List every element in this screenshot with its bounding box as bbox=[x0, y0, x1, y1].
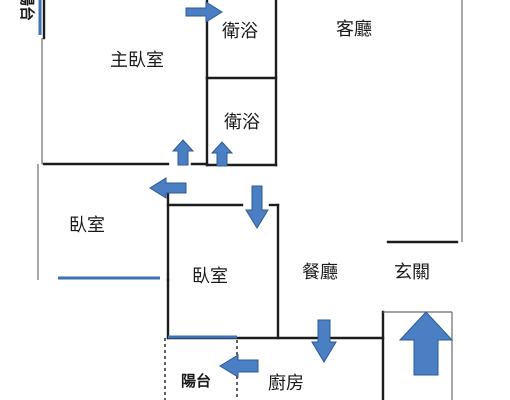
arrow-left-icon bbox=[149, 177, 187, 199]
label-bedroom-center: 臥室 bbox=[192, 266, 228, 287]
room-labels: 主臥室 衛浴 衛浴 客廳 臥室 臥室 餐廳 玄關 陽台 廚房 陽台 bbox=[18, 0, 430, 394]
label-living-room: 客廳 bbox=[336, 19, 372, 40]
label-balcony-edge: 陽台 bbox=[18, 0, 36, 21]
label-dining-room: 餐廳 bbox=[302, 262, 338, 283]
arrow-up-icon bbox=[171, 139, 195, 166]
windows bbox=[38, 0, 237, 339]
arrow-right-icon bbox=[185, 1, 223, 23]
label-balcony: 陽台 bbox=[181, 372, 211, 390]
label-entrance: 玄關 bbox=[394, 262, 430, 283]
label-kitchen: 廚房 bbox=[268, 372, 304, 394]
label-bedroom-left: 臥室 bbox=[69, 215, 105, 236]
label-bathroom-top: 衛浴 bbox=[222, 21, 258, 42]
arrow-down-icon bbox=[245, 185, 269, 229]
arrow-left-icon bbox=[219, 354, 259, 378]
entrance-arrow-up-icon bbox=[398, 311, 454, 376]
arrow-up-icon bbox=[210, 141, 234, 167]
walls bbox=[37, 0, 463, 400]
door-arrows bbox=[149, 1, 454, 378]
label-master-bedroom: 主臥室 bbox=[110, 50, 164, 71]
arrow-down-icon bbox=[311, 319, 337, 363]
label-bathroom-lower: 衛浴 bbox=[224, 112, 260, 133]
